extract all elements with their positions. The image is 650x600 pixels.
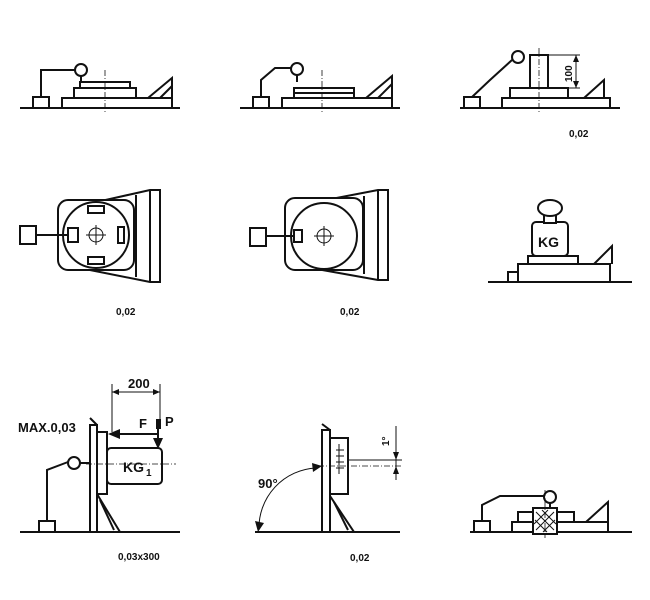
table-top — [511, 521, 609, 533]
tilt-label: 1° — [381, 436, 392, 446]
force-p-label: P — [165, 414, 174, 429]
weight-subscript: 1 — [146, 468, 152, 479]
figure-7-deflection-test: KG 1 F P 200 MAX.0,03 0,03x300 — [18, 376, 180, 563]
angle-bracket — [583, 77, 605, 99]
gauge-stand-base — [32, 96, 50, 109]
angle-arc-arrow-top — [312, 463, 322, 472]
gauge-arm — [481, 495, 544, 521]
t-slot-right — [117, 226, 125, 244]
angle-bracket — [585, 499, 609, 523]
weight-kg1 — [106, 447, 163, 485]
gauge-arm — [46, 461, 69, 521]
tolerance-label: 0,02 — [569, 129, 589, 140]
angle-bracket — [593, 243, 613, 265]
distance-label: 200 — [128, 376, 150, 391]
weight-knob — [537, 199, 563, 217]
angle-arc — [258, 467, 317, 531]
force-p-arrow — [153, 438, 163, 449]
figure-6-load-test: KG — [488, 199, 632, 283]
figure-8-squareness-check: 1° 90° 0,02 — [255, 423, 402, 564]
tolerance-label: 0,02 — [340, 307, 360, 318]
figure-1-flatness-check — [20, 63, 180, 114]
table-top — [517, 263, 611, 283]
t-slot-top — [87, 205, 105, 214]
figure-4-plan-view-slotted: 0,02 — [19, 189, 161, 318]
plate — [527, 255, 579, 265]
figure-2-flatness-check — [240, 62, 400, 114]
angle-arc-arrow-bottom — [255, 521, 264, 532]
weight-label: KG — [538, 234, 559, 250]
dial-gauge-icon — [290, 62, 304, 76]
gauge-stand-plan — [19, 225, 37, 245]
gauge-arm — [40, 69, 76, 97]
force-p-marker — [156, 419, 161, 429]
column-front — [89, 424, 98, 532]
tolerance-label: 0,03x300 — [118, 552, 160, 563]
gauge-stand-base — [38, 520, 56, 533]
column-plate — [96, 431, 108, 495]
dial-gauge-icon — [543, 490, 557, 504]
dial-gauge-icon — [67, 456, 81, 470]
max-deflection-label: MAX.0,03 — [18, 420, 76, 435]
gauge-stand-base — [252, 96, 270, 109]
gauge-arm — [471, 59, 513, 98]
weight-label: KG — [123, 459, 144, 475]
gauge-stand-base — [473, 520, 491, 533]
angle-label: 90° — [258, 476, 278, 491]
tolerance-label: 0,02 — [116, 307, 136, 318]
dial-gauge-icon — [74, 63, 88, 77]
column — [321, 429, 331, 532]
figure-3-height-check: 100 0,02 — [460, 48, 620, 140]
figure-5-plan-view: 0,02 — [249, 189, 389, 318]
angle-bracket — [365, 73, 393, 99]
t-slot-bottom — [87, 256, 105, 265]
gauge-contact — [293, 229, 303, 243]
column-foot — [96, 490, 122, 533]
height-label: 100 — [564, 65, 575, 82]
gauge-arm — [260, 67, 292, 97]
angle-bracket — [147, 75, 173, 99]
force-f-label: F — [139, 416, 147, 431]
gauge-stand-plan — [249, 227, 267, 247]
table-top — [61, 97, 173, 109]
tolerance-label: 0,02 — [350, 553, 370, 564]
dial-gauge-icon — [511, 50, 525, 64]
table-top — [501, 97, 611, 109]
force-f-arrow — [108, 429, 120, 439]
gauge-stand-base — [463, 96, 481, 109]
figure-9-spindle-check — [470, 490, 632, 538]
table-top — [281, 97, 393, 109]
column-foot — [329, 492, 356, 533]
t-slot-left — [67, 227, 79, 243]
